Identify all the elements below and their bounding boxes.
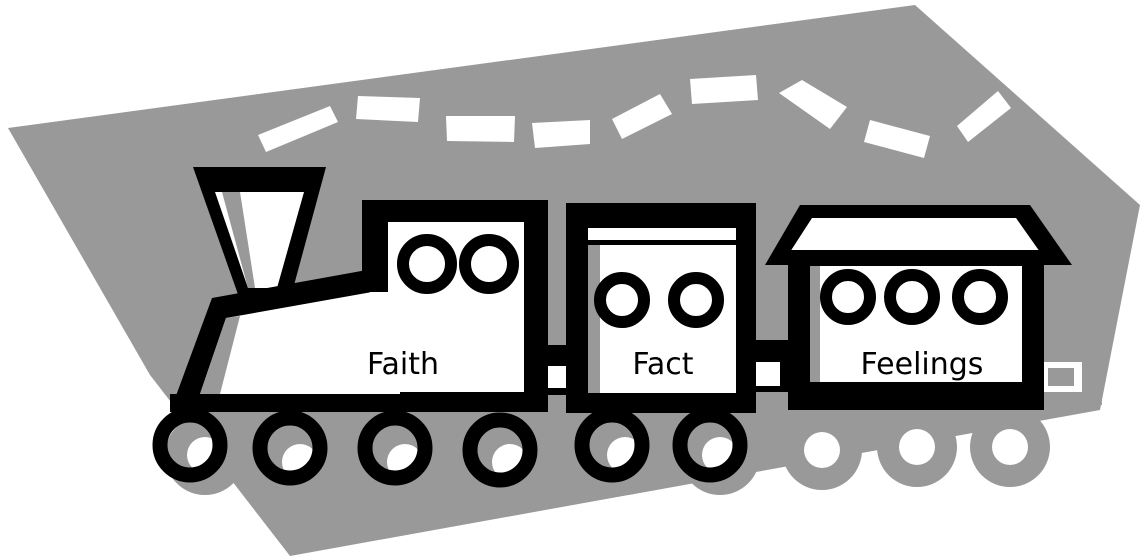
smoke-puff [356, 96, 420, 122]
car-label-feelings: Feelings [861, 347, 984, 382]
coupler [748, 340, 790, 392]
feelings-car: Feelings [765, 205, 1072, 410]
car-label-faith: Faith [367, 347, 439, 382]
car-label-fact: Fact [632, 347, 693, 382]
smoke-puff [446, 116, 515, 142]
porthole-window [600, 278, 644, 322]
porthole-window [826, 275, 870, 319]
smoke-puff [532, 120, 590, 148]
porthole-window [465, 240, 513, 288]
porthole-window [403, 240, 451, 288]
porthole-window [958, 275, 1002, 319]
porthole-window [890, 275, 934, 319]
fact-car: Fact [566, 203, 756, 413]
smoke-puff [690, 75, 758, 104]
porthole-window [674, 278, 718, 322]
